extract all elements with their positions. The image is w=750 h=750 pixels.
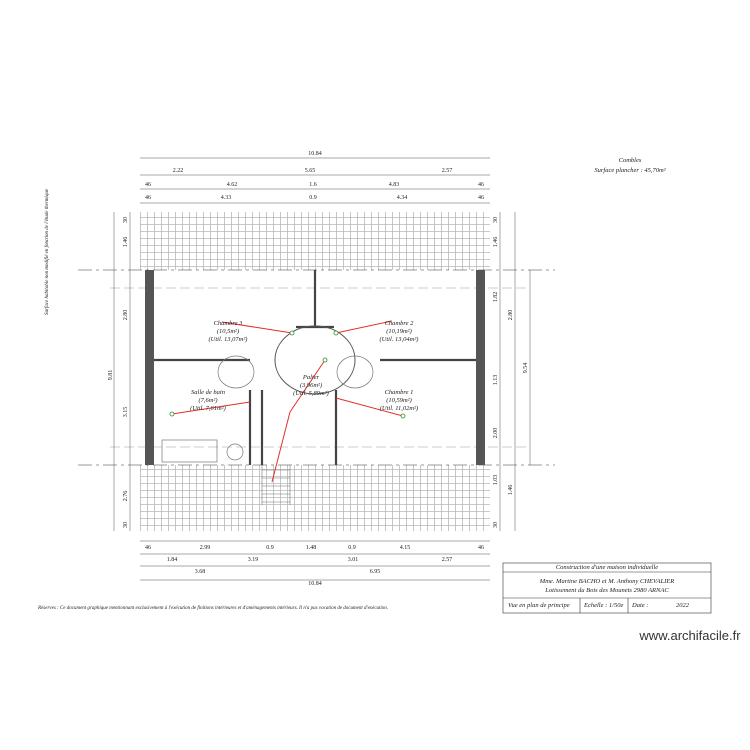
svg-text:0.9: 0.9 (348, 545, 356, 551)
dim-top-r2-d: 46 (478, 182, 484, 188)
svg-text:0.9: 0.9 (266, 545, 274, 551)
dim-top-r3-a: 46 (145, 195, 151, 201)
dim-top-r1-a: 2.22 (173, 168, 184, 174)
svg-text:1.48: 1.48 (306, 545, 317, 551)
svg-text:(Util. 7,61m²): (Util. 7,61m²) (190, 405, 226, 412)
svg-text:2.80: 2.80 (508, 310, 514, 321)
side-note: Surface habitable non modifié en fonctio… (45, 188, 50, 315)
dim-left-total: 9.81 (108, 370, 114, 381)
svg-text:(10,19m²): (10,19m²) (386, 328, 412, 335)
watermark: www.archifacile.fr (638, 628, 741, 643)
roof-tiles-bottom (140, 465, 490, 531)
svg-text:2.00: 2.00 (493, 428, 499, 439)
tb-project: Construction d'une maison individuelle (556, 564, 658, 571)
svg-text:4.15: 4.15 (400, 545, 411, 551)
svg-text:Chambre 3: Chambre 3 (214, 320, 244, 327)
bottom-dimensions (140, 540, 490, 581)
svg-text:2.76: 2.76 (123, 491, 129, 502)
dim-top-r2-a: 46 (145, 182, 151, 188)
svg-text:(Util. 5,89m²): (Util. 5,89m²) (293, 390, 329, 397)
svg-text:3.19: 3.19 (248, 557, 259, 563)
plan-title: Combles (619, 157, 642, 164)
svg-text:2.57: 2.57 (442, 557, 453, 563)
dim-top-r3-b: 4.33 (221, 195, 232, 201)
dim-bottom-overall: 10.84 (308, 581, 322, 587)
roof-tiles-top (140, 212, 490, 270)
svg-text:Salle de bain: Salle de bain (191, 389, 225, 396)
svg-text:Chambre 2: Chambre 2 (385, 320, 415, 327)
network-lines (171, 320, 404, 483)
dim-top-r2-b: 4.62 (227, 182, 238, 188)
tb-date-value: 2022 (676, 602, 690, 609)
svg-text:3.68: 3.68 (195, 569, 206, 575)
dim-top-r3-d: 4.34 (397, 195, 408, 201)
svg-text:30: 30 (123, 217, 129, 223)
tb-view: Vue en plan de principe (508, 602, 570, 609)
footer-note: Réserves : Ce document graphique mention… (37, 606, 388, 611)
svg-text:(10,5m²): (10,5m²) (217, 328, 239, 335)
svg-text:(Util. 11,02m²): (Util. 11,02m²) (380, 405, 418, 412)
dim-top-r2-mid: 1.6 (309, 182, 317, 188)
room-salle-de-bain: Salle de bain (7,6m²) (Util. 7,61m²) (190, 389, 226, 412)
svg-text:(3,96m²): (3,96m²) (300, 382, 322, 389)
room-chambre-1: Chambre 1 (10,59m²) (Util. 11,02m²) (380, 389, 418, 412)
left-dimensions (113, 212, 131, 531)
svg-text:3.15: 3.15 (123, 407, 129, 418)
svg-text:1.84: 1.84 (167, 557, 178, 563)
svg-text:30: 30 (493, 522, 499, 528)
svg-text:(Util. 13,07m²): (Util. 13,07m²) (209, 336, 248, 343)
svg-text:1.03: 1.03 (493, 475, 499, 486)
svg-text:(7,6m²): (7,6m²) (198, 397, 217, 404)
svg-text:46: 46 (478, 545, 484, 551)
tb-scale: Echelle : 1/50e (583, 602, 623, 609)
top-dimensions (140, 157, 490, 204)
svg-text:2.99: 2.99 (200, 545, 211, 551)
svg-text:6.95: 6.95 (370, 569, 381, 575)
dim-top-r2-c: 4.83 (389, 182, 400, 188)
dim-top-overall: 10.84 (308, 151, 322, 157)
dim-top-r3-e: 46 (478, 195, 484, 201)
svg-text:Palier: Palier (302, 374, 320, 381)
room-chambre-3: Chambre 3 (10,5m²) (Util. 13,07m²) (209, 320, 248, 343)
svg-text:1.46: 1.46 (508, 485, 514, 496)
svg-text:1.13: 1.13 (493, 375, 499, 386)
dim-right-total: 9.54 (523, 363, 529, 374)
eave-lines (78, 269, 555, 466)
dim-top-r1-c: 2.57 (442, 168, 453, 174)
svg-text:1.46: 1.46 (493, 237, 499, 248)
svg-text:3.01: 3.01 (348, 557, 359, 563)
svg-text:(10,59m²): (10,59m²) (386, 397, 412, 404)
svg-text:30: 30 (123, 522, 129, 528)
room-palier: Palier (3,96m²) (Util. 5,89m²) (293, 374, 329, 397)
tb-address: Lotissement du Bois des Mounets 2980 ARN… (544, 587, 669, 594)
svg-text:2.80: 2.80 (123, 310, 129, 321)
dim-top-r3-c: 0.9 (309, 195, 317, 201)
room-chambre-2: Chambre 2 (10,19m²) (Util. 13,04m²) (380, 320, 419, 343)
tb-owner: Mme. Martine BACHO et M. Anthony CHEVALI… (539, 578, 674, 585)
svg-text:Chambre 1: Chambre 1 (385, 389, 414, 396)
svg-text:(Util. 13,04m²): (Util. 13,04m²) (380, 336, 419, 343)
right-dimensions (499, 212, 531, 531)
svg-text:1.82: 1.82 (493, 292, 499, 303)
svg-text:30: 30 (493, 217, 499, 223)
svg-text:46: 46 (145, 545, 151, 551)
title-block (502, 562, 712, 614)
dim-top-r1-b: 5.65 (305, 168, 316, 174)
svg-text:1.46: 1.46 (123, 237, 129, 248)
plan-surface: Surface plancher : 45,70m² (594, 167, 666, 174)
tb-date-label: Date : (631, 602, 648, 609)
